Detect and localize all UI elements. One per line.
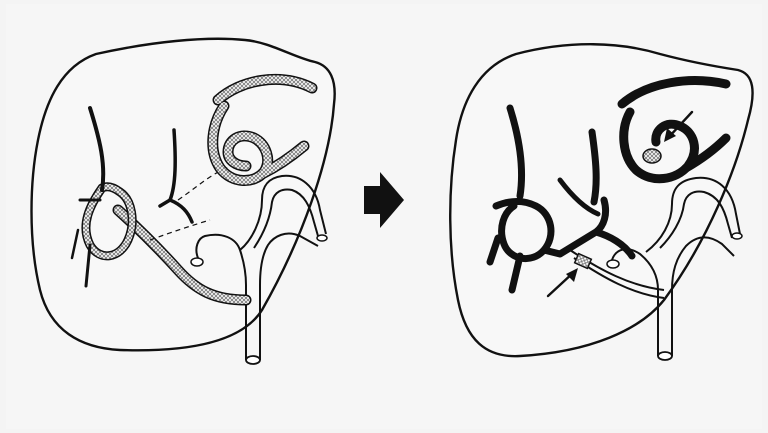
after-panel bbox=[450, 44, 752, 360]
right-arrow-icon bbox=[364, 172, 404, 228]
portal-vein-stump-before bbox=[246, 356, 260, 364]
portal-vein-stump-after bbox=[658, 352, 672, 360]
hatched-segment-upper bbox=[643, 149, 661, 163]
before-panel bbox=[32, 39, 335, 364]
